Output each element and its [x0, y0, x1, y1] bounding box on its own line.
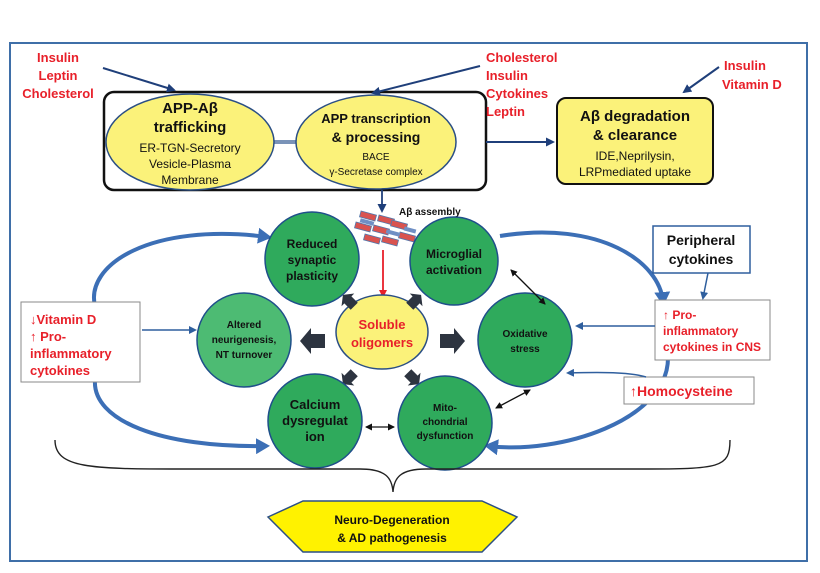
app-trafficking-detail-2: Vesicle-Plasma: [149, 157, 231, 171]
input-tl-leptin: Leptin: [39, 68, 78, 83]
left-factors-box: [20, 301, 141, 383]
cns-line1: ↑ Pro-: [663, 308, 696, 322]
outcome-line2: & AD pathogenesis: [337, 531, 447, 545]
input-tm-insulin: Insulin: [486, 68, 528, 83]
app-transcription-title: APP transcription: [321, 111, 431, 126]
oxidative-stress-circle: [477, 292, 573, 388]
arrow-microglial-oxidative: [510, 269, 546, 305]
degradation-title: Aβ degradation: [580, 108, 690, 125]
homocysteine-label: ↑Homocysteine: [630, 383, 733, 399]
microglial-line1: Microglial: [426, 247, 482, 261]
mito-line2: chondrial: [422, 417, 467, 428]
input-tm-cholesterol: Cholesterol: [486, 50, 558, 65]
arrow-peripheral-to-cns: [700, 272, 709, 300]
input-tr-insulin: Insulin: [724, 58, 766, 73]
input-tm-cytokines: Cytokines: [486, 86, 548, 101]
left-box-line4: cytokines: [30, 363, 90, 378]
ab-assembly-icon: [354, 210, 417, 247]
input-tm-leptin: Leptin: [486, 104, 525, 119]
peripheral-line1: Peripheral: [667, 232, 735, 248]
mito-line1: Mito-: [433, 403, 457, 414]
reduced-line2: synaptic: [288, 253, 337, 267]
cns-line2: inflammatory: [663, 324, 739, 338]
app-trafficking-title-2: trafficking: [154, 119, 227, 136]
arrow-tl-inputs: [102, 67, 176, 93]
app-trafficking-ellipse: [105, 93, 275, 191]
arrow-tr-inputs: [682, 66, 720, 94]
degradation-title-2: & clearance: [593, 127, 677, 144]
mitochondrial-dysfunction-circle: [397, 375, 493, 471]
altered-neurogenesis-circle: [196, 292, 292, 388]
calcium-line1: Calcium: [290, 397, 341, 412]
microglial-activation-circle: [409, 216, 499, 306]
dark-radiating-arrows: [300, 293, 465, 386]
neurogenesis-line3: NT turnover: [216, 350, 273, 361]
neurogenesis-line2: neurigenesis,: [212, 335, 277, 346]
calcium-line3: ion: [305, 429, 325, 444]
calcium-dysregulation-circle: [267, 373, 363, 469]
app-trafficking-detail-1: ER-TGN-Secretory: [139, 141, 240, 155]
left-box-line3: inflammatory: [30, 346, 112, 361]
cns-cytokines-box: [654, 299, 771, 361]
ab-assembly-label: Aβ assembly: [399, 207, 461, 218]
soluble-oligomers-line2: oligomers: [351, 335, 413, 350]
bottom-brace: [54, 439, 731, 493]
app-trafficking-detail-3: Membrane: [161, 173, 219, 187]
peripheral-line2: cytokines: [669, 251, 734, 267]
oxidative-line2: stress: [510, 344, 540, 355]
arrow-oxidative-mito: [495, 389, 531, 409]
calcium-line2: dysregulat: [282, 413, 348, 428]
degradation-detail-1: IDE,Neprilysin,: [595, 149, 674, 163]
app-trafficking-title: APP-Aβ: [162, 100, 218, 117]
reduced-line3: plasticity: [286, 269, 338, 283]
outer-frame: [9, 42, 808, 562]
oxidative-line1: Oxidative: [502, 329, 547, 340]
app-transcription-detail-1: BACE: [362, 152, 390, 163]
soluble-oligomers-ellipse: [335, 294, 429, 370]
neurogenesis-line1: Altered: [227, 320, 261, 331]
soluble-oligomers-line1: Soluble: [359, 317, 406, 332]
arrow-tm-inputs: [371, 65, 481, 96]
degradation-detail-2: LRPmediated uptake: [579, 165, 691, 179]
app-transcription-title-2: & processing: [332, 129, 421, 145]
input-tr-vitamin-d: Vitamin D: [722, 77, 782, 92]
outcome-line1: Neuro-Degeneration: [334, 513, 449, 527]
peripheral-cytokines-box: [652, 225, 751, 274]
left-box-line1: ↓Vitamin D: [30, 312, 96, 327]
homocysteine-box: [623, 376, 755, 405]
microglial-line2: activation: [426, 263, 482, 277]
reduced-synaptic-plasticity-circle: [264, 211, 360, 307]
left-box-line2: ↑ Pro-: [30, 329, 66, 344]
input-tl-cholesterol: Cholesterol: [22, 86, 94, 101]
ab-degradation-box: [556, 97, 714, 185]
mito-line3: dysfunction: [417, 431, 474, 442]
outcome-pentagon: [266, 500, 519, 553]
input-tl-insulin: Insulin: [37, 50, 79, 65]
arrow-homocysteine-to-oxidative: [566, 368, 647, 378]
blue-feedback-arrows: [92, 227, 671, 456]
reduced-line1: Reduced: [287, 237, 338, 251]
cns-line3: cytokines in CNS: [663, 340, 761, 354]
app-transcription-detail-2: γ-Secretase complex: [329, 167, 422, 178]
